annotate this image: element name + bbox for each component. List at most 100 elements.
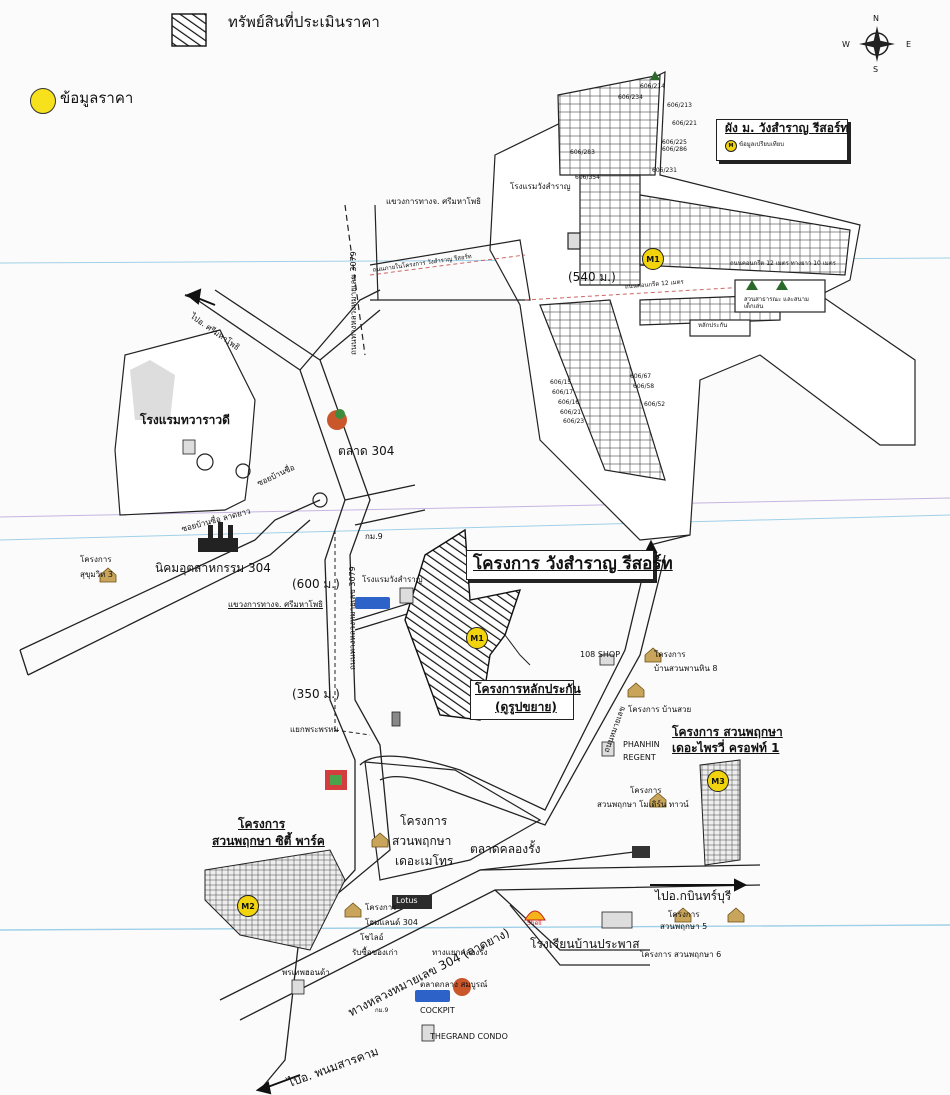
label-phrathep: พรเทพฮอนด้า — [282, 968, 330, 977]
lot-label: 606/67 — [630, 373, 652, 380]
label-suan-modern-1: โครงการ — [630, 786, 662, 795]
label-road-3079: ถนนทางหลวงหมายเลข 3079 — [348, 566, 357, 670]
inset-note-marker-icon: M — [725, 140, 737, 152]
house-icons — [99, 567, 745, 923]
lot-label: 606/231 — [652, 167, 677, 174]
label-phanhin-2: REGENT — [623, 753, 656, 762]
label-suan-5-1: โครงการ — [668, 910, 700, 919]
scan-line — [0, 924, 950, 931]
lot-label: 606/21 — [560, 409, 582, 416]
label-km-small: กม.9 — [375, 1007, 389, 1014]
label-suan-modern-2: สวนพฤกษา โมเดิร์น ทาวน์ — [597, 800, 689, 809]
label-shell: Shell — [527, 920, 542, 927]
direction-arrows — [186, 288, 748, 1095]
marker-m2: M2 — [237, 895, 259, 917]
shell-icon — [524, 910, 546, 921]
label-industrial: นิคมอุตสาหกรรม 304 — [155, 561, 271, 575]
factory-icon — [198, 522, 238, 552]
label-suan-6: โครงการ สวนพฤกษา 6 — [640, 950, 722, 959]
label-to-kabin: ไปอ.กบินทร์บุรี — [655, 889, 732, 903]
label-city-park-2: สวนพฤกษา ซิตี้ พาร์ค — [212, 834, 325, 848]
legend-dot-label: ข้อมูลราคา — [60, 89, 134, 107]
lot-label: 606/234 — [618, 94, 643, 101]
label-sukhumvit-2: สุขุมวิท 3 — [80, 570, 114, 579]
lotus-logo — [392, 895, 432, 909]
lot-label: 606/286 — [662, 146, 687, 153]
inset-title-box: ผัง ม. วังสำราญ รีสอร์ท M ข้อมูลเปรียบเท… — [716, 119, 848, 161]
label-hotel-wangsamran: โรงแรมวังสำราญ — [362, 575, 423, 584]
compass-icon — [859, 26, 895, 62]
lot-label: 606/17 — [552, 389, 574, 396]
inset-road-vertical: ถนนทางหลวงหมายเลข 3079 — [349, 251, 358, 355]
label-suan-tree-1: โครงการ สวนพฤกษา — [672, 725, 783, 739]
inset-distance: (540 ม.) — [568, 270, 616, 284]
label-km9: กม.9 — [365, 532, 383, 541]
inset-road-inner: ถนนคอนกรีต 12 เมตร ทางยาว 10 เมตร — [730, 260, 836, 267]
label-dist-600: (600 ม.) — [292, 577, 340, 591]
tree-icons — [650, 71, 788, 290]
compass-n: N — [873, 14, 879, 23]
city-park-lots — [204, 849, 346, 951]
label-suan-tree-2: เดอะไพรวี่ ครอฟท์ 1 — [672, 741, 780, 755]
scan-line — [0, 514, 950, 541]
legend-hatch-label: ทรัพย์สินที่ประเมินราคา — [228, 13, 380, 31]
label-ban-suan-1: โครงการ — [654, 650, 686, 659]
label-dist-350: (350 ม.) — [292, 687, 340, 701]
label-buy-sell: รับซื้อของเก่า — [352, 948, 398, 957]
label-market-somboon: ตลาดกลาง สมบูรณ์ — [420, 980, 488, 989]
inset-marker-m1: M1 — [642, 248, 664, 270]
inset-guarantee: หลักประกัน — [698, 322, 728, 329]
inset-road-top: แขวงการทางจ. ศรีมหาโพธิ — [386, 197, 481, 206]
label-metro-1: โครงการ — [400, 814, 448, 828]
project-title-box: โครงการ วังสำราญ รีสอร์ท — [466, 550, 673, 580]
roads — [19, 289, 761, 1091]
lot-label: 606/16 — [558, 399, 580, 406]
legend-dot-swatch — [30, 88, 56, 114]
compass-w: W — [842, 40, 850, 49]
blue-truck-icons — [355, 597, 450, 1002]
label-shop-108: 108 SHOP — [580, 650, 621, 659]
scan-line — [0, 497, 950, 518]
guarantee-line1: โครงการหลักประกัน — [475, 682, 581, 696]
label-lotus: Lotus — [396, 896, 418, 905]
label-intersection: แยกพระพรหม — [290, 725, 339, 734]
label-sukhumvit-1: โครงการ — [80, 555, 112, 564]
inset-marker-note: ข้อมูลเปรียบเทียบ — [739, 141, 785, 148]
label-city-park-1: โครงการ — [238, 817, 286, 831]
label-phanhin-1: PHANHIN — [623, 740, 660, 749]
label-metro-2: สวนพฤกษา — [392, 834, 452, 848]
inset-plan — [344, 71, 916, 541]
project-title: โครงการ วังสำราญ รีสอร์ท — [473, 554, 673, 574]
lot-label: 606/225 — [662, 139, 687, 146]
guarantee-line2: (ดูรูปขยาย) — [495, 700, 557, 714]
label-grand-condo: THEGRAND CONDO — [430, 1032, 508, 1041]
lot-label: 606/354 — [575, 174, 600, 181]
marker-m1: M1 — [466, 627, 488, 649]
market-icons — [325, 409, 471, 996]
lot-label: 606/23 — [563, 418, 585, 425]
lot-label: 606/58 — [633, 383, 655, 390]
inset-title: ผัง ม. วังสำราญ รีสอร์ท — [725, 121, 849, 135]
label-home-3: โชไลอ์ — [360, 933, 384, 942]
building-icons — [182, 439, 633, 1042]
compass-e: E — [906, 40, 912, 49]
lot-label: 606/214 — [640, 83, 665, 90]
label-highway-dept: แขวงการทางจ. ศรีมหาโพธิ — [228, 600, 323, 609]
label-trade-khlongrang: ทางแยกคลองรั้ง — [432, 948, 488, 957]
label-market-khlongrang: ตลาดคลองรั้ง — [470, 842, 541, 856]
label-home-2: โฮมแลนด์ 304 — [365, 918, 418, 927]
label-home-1: โครงการ — [365, 903, 397, 912]
guarantee-box: โครงการหลักประกัน (ดูรูปขยาย) — [470, 680, 581, 720]
label-metro-3: เดอะเมโทร — [395, 854, 454, 868]
lot-label: 606/221 — [672, 120, 697, 127]
inset-hotel: โรงแรมวังสำราญ — [510, 182, 571, 191]
label-hotel-thawarawadee: โรงแรมทวาราวดี — [140, 413, 230, 427]
hotel-grounds — [114, 329, 328, 516]
label-cockpit: COCKPIT — [420, 1006, 455, 1015]
lot-label: 606/52 — [644, 401, 666, 408]
label-ban-suan-2: บ้านสวนพานหิน 8 — [654, 664, 718, 673]
shop-icon — [632, 846, 650, 858]
legend-hatch-swatch — [171, 13, 207, 47]
label-school: โรงเรียนบ้านประพาส — [530, 937, 640, 951]
